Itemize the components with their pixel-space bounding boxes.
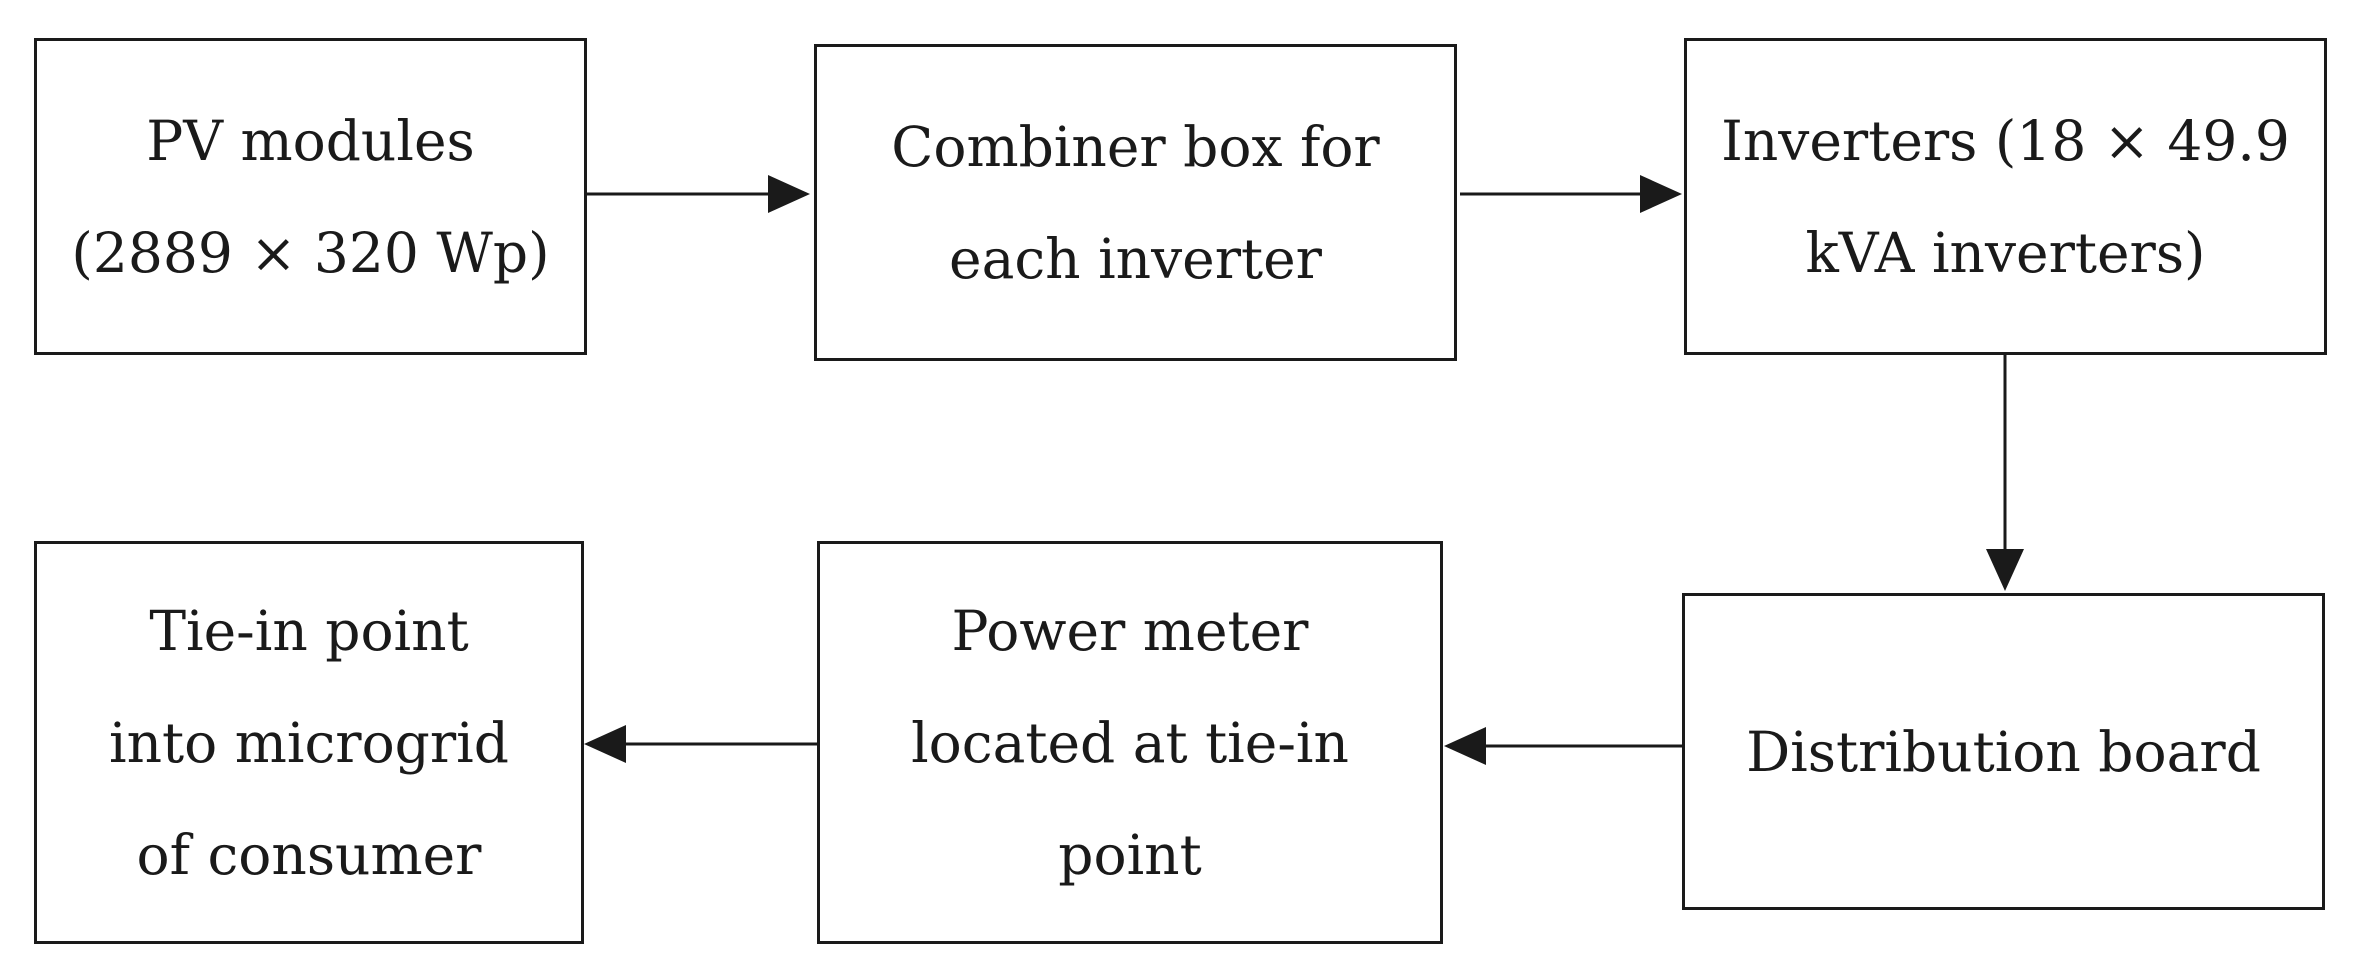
node-label-line: Power meter <box>951 598 1309 663</box>
node-label-line: into microgrid <box>109 710 509 775</box>
node-label-line: Distribution board <box>1746 719 2261 784</box>
node-label-line: point <box>1058 822 1202 887</box>
node-distribution-board: Distribution board <box>1682 593 2325 910</box>
arrowhead-meter-to-tie-in <box>584 725 626 763</box>
node-label-line: Tie-in point <box>149 598 469 663</box>
node-label-line: Combiner box for <box>891 114 1380 179</box>
node-label-line: PV modules <box>146 108 475 173</box>
node-pv-modules: PV modules (2889 × 320 Wp) <box>34 38 587 355</box>
node-label: Tie-in point into microgrid of consumer <box>109 575 509 911</box>
arrowhead-distribution-to-meter <box>1444 727 1486 765</box>
node-tie-in-point: Tie-in point into microgrid of consumer <box>34 541 584 944</box>
node-label-line: each inverter <box>949 226 1322 291</box>
node-combiner-box: Combiner box for each inverter <box>814 44 1457 361</box>
node-label-line: of consumer <box>136 822 482 887</box>
node-label: PV modules (2889 × 320 Wp) <box>71 85 549 309</box>
node-label: Power meter located at tie-in point <box>911 575 1349 911</box>
node-label: Distribution board <box>1746 696 2261 808</box>
arrowhead-pv-to-combiner <box>768 175 810 213</box>
node-label-line: Inverters (18 × 49.9 <box>1721 108 2290 173</box>
node-label: Inverters (18 × 49.9 kVA inverters) <box>1721 85 2290 309</box>
arrowhead-inverters-to-distribution <box>1986 549 2024 591</box>
node-label-line: (2889 × 320 Wp) <box>71 220 550 285</box>
node-label: Combiner box for each inverter <box>891 91 1379 315</box>
node-inverters: Inverters (18 × 49.9 kVA inverters) <box>1684 38 2327 355</box>
node-label-line: located at tie-in <box>911 710 1349 775</box>
arrowhead-combiner-to-inverters <box>1640 175 1682 213</box>
node-label-line: kVA inverters) <box>1805 220 2206 285</box>
node-power-meter: Power meter located at tie-in point <box>817 541 1443 944</box>
